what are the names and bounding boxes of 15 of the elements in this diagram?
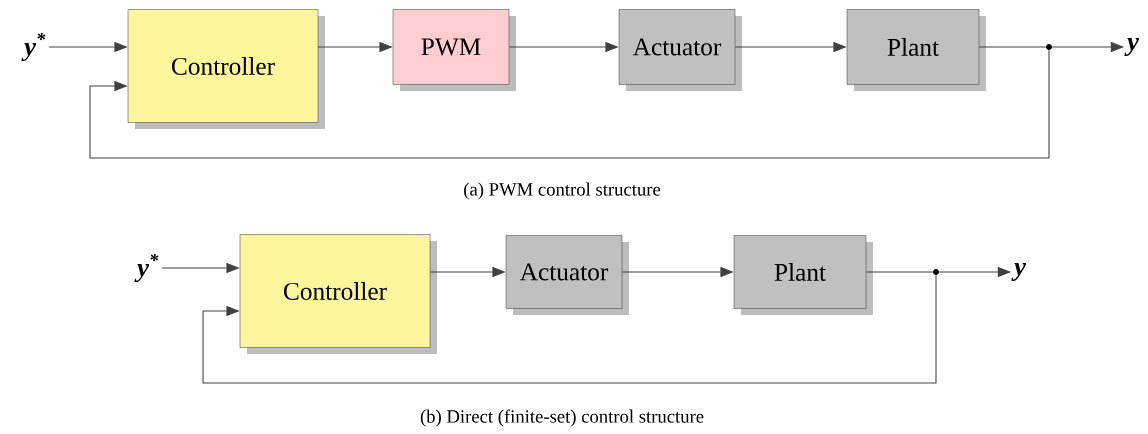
signal-label: y — [1124, 38, 1139, 56]
block-box: Plant — [846, 9, 986, 91]
signal-label: y — [1011, 263, 1026, 281]
caption: (a) PWM control structure — [464, 182, 661, 200]
signal-label: y$^{*}$ — [134, 253, 159, 283]
block-box: PWM — [392, 9, 516, 91]
block-box: Controller — [239, 234, 437, 354]
block-box: Plant — [733, 235, 873, 315]
block-box: Actuator — [618, 9, 742, 91]
arrow — [89, 49, 1050, 159]
block-box: Controller — [127, 9, 325, 129]
caption: (b) Direct (finite-set) control structure — [420, 409, 704, 427]
arrow — [202, 274, 937, 384]
block-box: Actuator — [505, 235, 629, 315]
signal-label: y$^{*}$ — [21, 32, 46, 62]
